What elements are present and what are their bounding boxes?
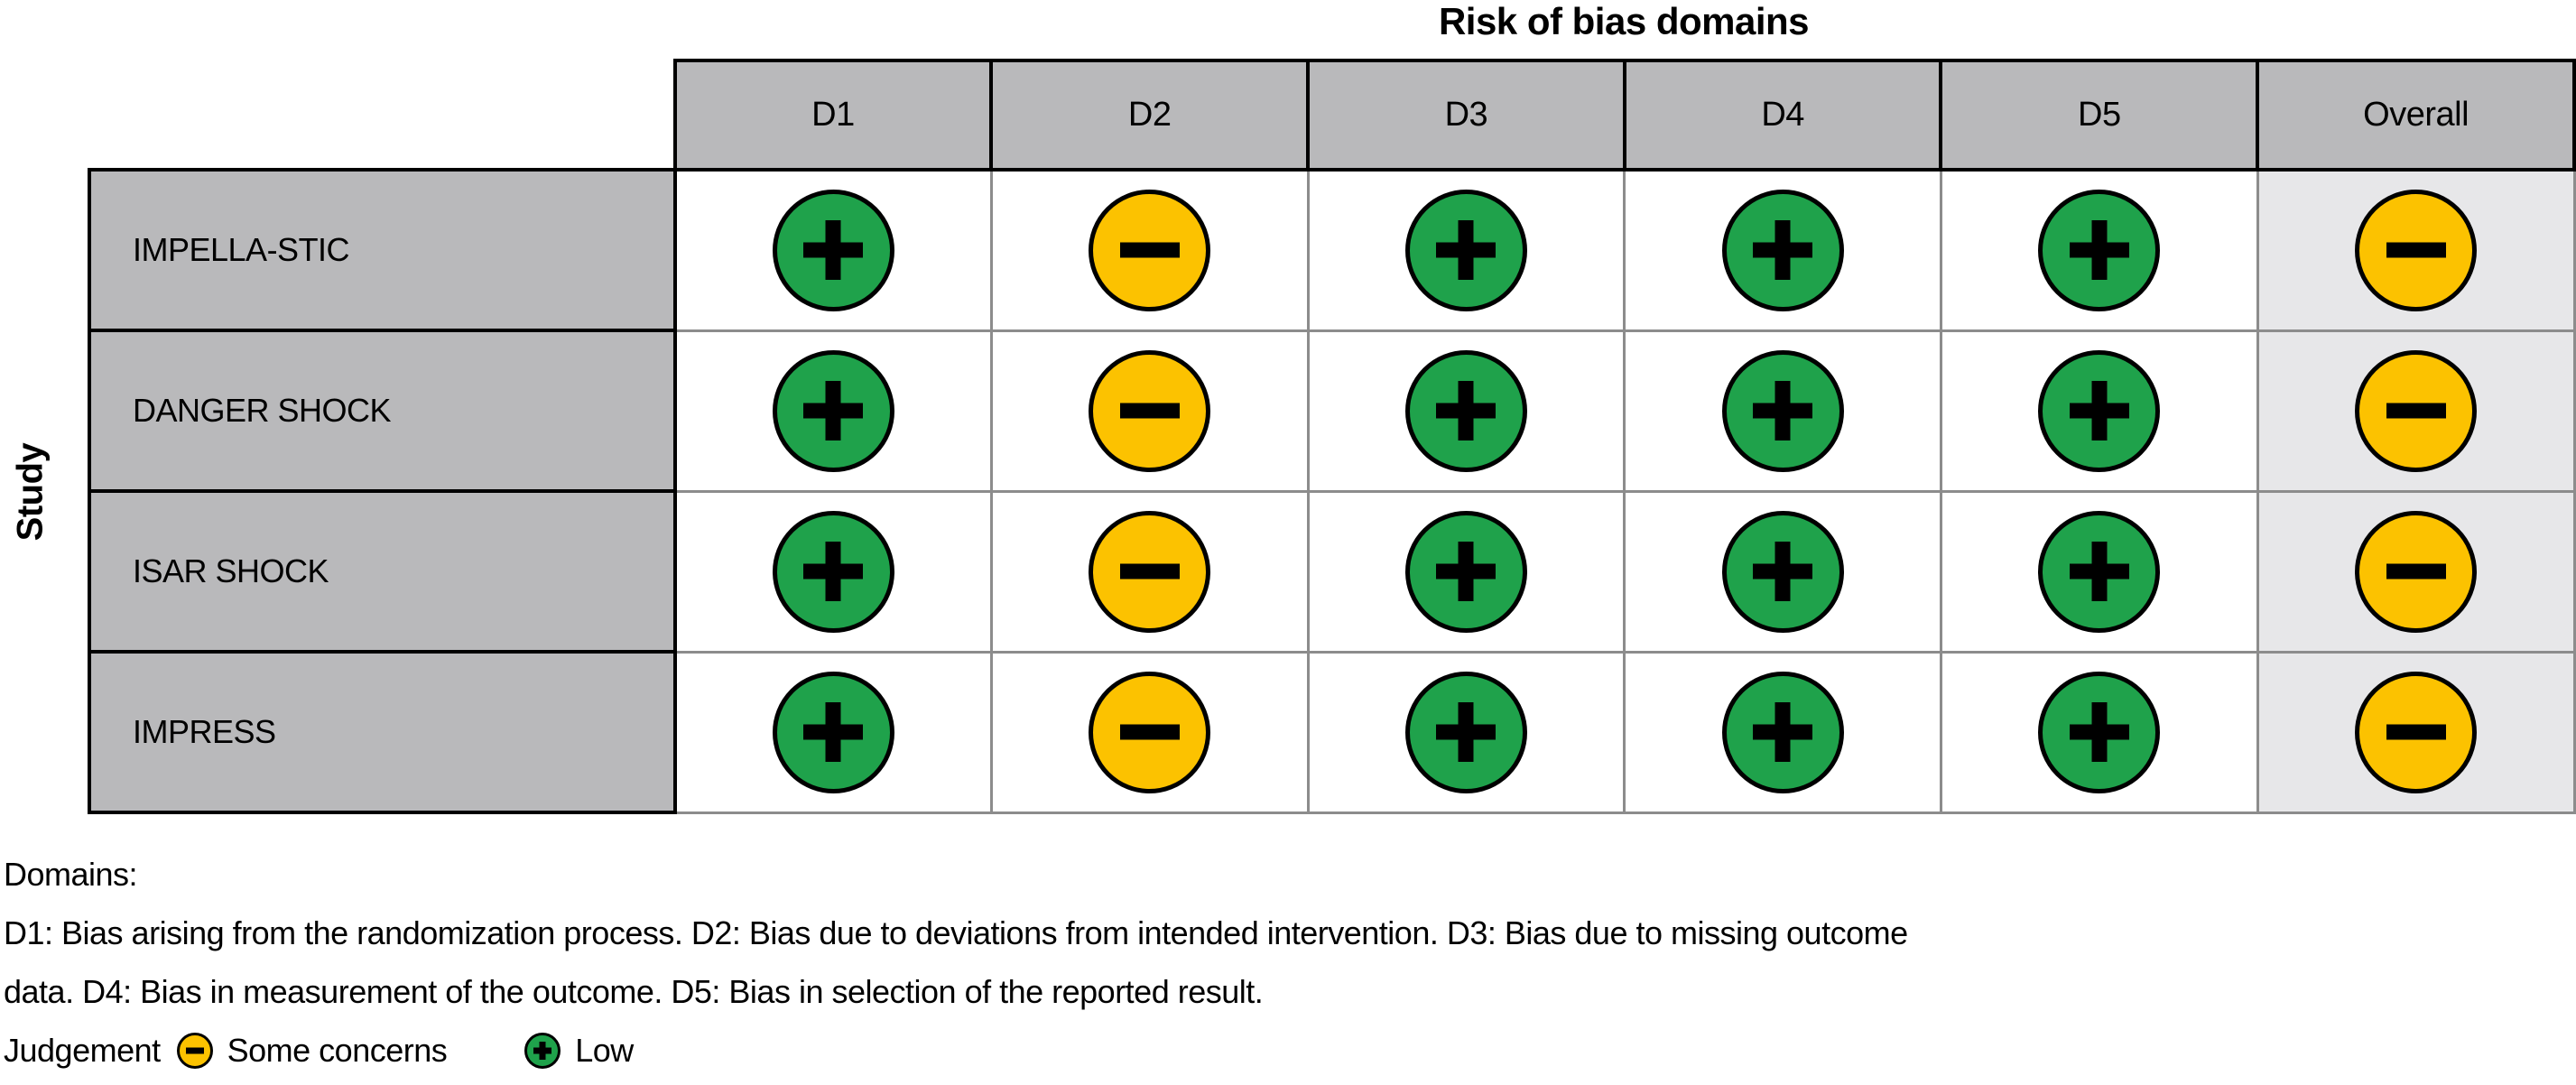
column-header-d2: D2	[989, 59, 1311, 172]
judgement-cell-overall	[2256, 650, 2576, 814]
table-row: DANGER SHOCK	[88, 329, 2576, 493]
judgement-cell-overall	[2256, 489, 2576, 654]
judgement-cell	[989, 650, 1310, 814]
some-concerns-circle-icon	[176, 1032, 213, 1069]
table-row: ISAR SHOCK	[88, 489, 2576, 654]
judgement-circle-icon	[1721, 510, 1844, 633]
column-header-d5: D5	[1939, 59, 2260, 172]
domain-definitions-line-1: D1: Bias arising from the randomization …	[4, 914, 1908, 951]
judgement-cell	[989, 329, 1310, 493]
figure-title: Risk of bias domains	[1438, 0, 1810, 42]
legend-title: Judgement	[4, 1032, 161, 1069]
legend-label: Some concerns	[227, 1032, 448, 1069]
judgement-cell	[1306, 168, 1626, 332]
column-header-d3: D3	[1306, 59, 1626, 172]
judgement-cell	[673, 650, 993, 814]
judgement-cell	[1306, 489, 1626, 654]
judgement-cell	[1939, 329, 2259, 493]
judgement-circle-icon	[772, 510, 894, 633]
judgement-circle-icon	[1089, 189, 1211, 311]
judgement-circle-icon	[1404, 189, 1527, 311]
column-header-d1: D1	[672, 59, 994, 172]
legend-item-low: Low	[524, 1021, 634, 1080]
table-row: IMPELLA-STIC	[88, 168, 2576, 332]
judgement-cell	[1939, 650, 2259, 814]
table-row: IMPRESS	[88, 650, 2576, 814]
judgement-circle-icon	[1721, 189, 1844, 311]
judgement-cell	[1939, 489, 2259, 654]
judgement-circle-icon	[1404, 349, 1527, 472]
study-label: IMPELLA-STIC	[88, 168, 677, 332]
judgement-cell	[673, 168, 993, 332]
judgement-circle-icon	[2355, 510, 2478, 633]
judgement-cell	[673, 329, 993, 493]
judgement-circle-icon	[2038, 671, 2161, 793]
judgement-cell	[1306, 329, 1626, 493]
judgement-cell	[1939, 168, 2259, 332]
judgement-cell	[673, 489, 993, 654]
judgement-cell	[1623, 168, 1942, 332]
judgement-cell	[1306, 650, 1626, 814]
legend-label: Low	[575, 1032, 634, 1069]
column-header-overall: Overall	[2256, 59, 2576, 172]
judgement-cell	[1623, 650, 1942, 814]
study-label: DANGER SHOCK	[88, 329, 677, 493]
judgement-cell-overall	[2256, 168, 2576, 332]
judgement-circle-icon	[1721, 349, 1844, 472]
judgement-circle-icon	[2038, 349, 2161, 472]
judgement-circle-icon	[772, 189, 894, 311]
judgement-circle-icon	[2038, 189, 2161, 311]
judgement-circle-icon	[1089, 349, 1211, 472]
judgement-legend: Judgement Some concerns Low	[4, 1021, 2572, 1080]
low-circle-icon	[524, 1032, 561, 1069]
judgement-circle-icon	[1404, 671, 1527, 793]
judgement-circle-icon	[2355, 671, 2478, 793]
study-label: IMPRESS	[88, 650, 677, 814]
domain-definitions-line-2: data. D4: Bias in measurement of the out…	[4, 973, 1264, 1010]
judgement-cell	[1623, 489, 1942, 654]
figure-footer: Domains: D1: Bias arising from the rando…	[4, 845, 2572, 1080]
judgement-circle-icon	[1404, 510, 1527, 633]
judgement-cell	[989, 168, 1310, 332]
domains-heading: Domains:	[4, 856, 138, 893]
judgement-circle-icon	[1089, 510, 1211, 633]
judgement-circle-icon	[2355, 349, 2478, 472]
legend-item-some-concerns: Some concerns	[176, 1021, 448, 1080]
risk-of-bias-table: D1 D2 D3 D4 D5 Overall IMPELLA-STIC DANG…	[88, 59, 2576, 814]
judgement-circle-icon	[1089, 671, 1211, 793]
y-axis-label-study: Study	[10, 442, 51, 542]
header-row: D1 D2 D3 D4 D5 Overall	[89, 59, 2576, 172]
judgement-circle-icon	[2355, 189, 2478, 311]
judgement-cell-overall	[2256, 329, 2576, 493]
column-header-d4: D4	[1622, 59, 1943, 172]
judgement-circle-icon	[2038, 510, 2161, 633]
corner-spacer	[89, 60, 675, 170]
judgement-cell	[1623, 329, 1942, 493]
judgement-circle-icon	[772, 671, 894, 793]
judgement-cell	[989, 489, 1310, 654]
judgement-circle-icon	[772, 349, 894, 472]
judgement-circle-icon	[1721, 671, 1844, 793]
study-label: ISAR SHOCK	[88, 489, 677, 654]
